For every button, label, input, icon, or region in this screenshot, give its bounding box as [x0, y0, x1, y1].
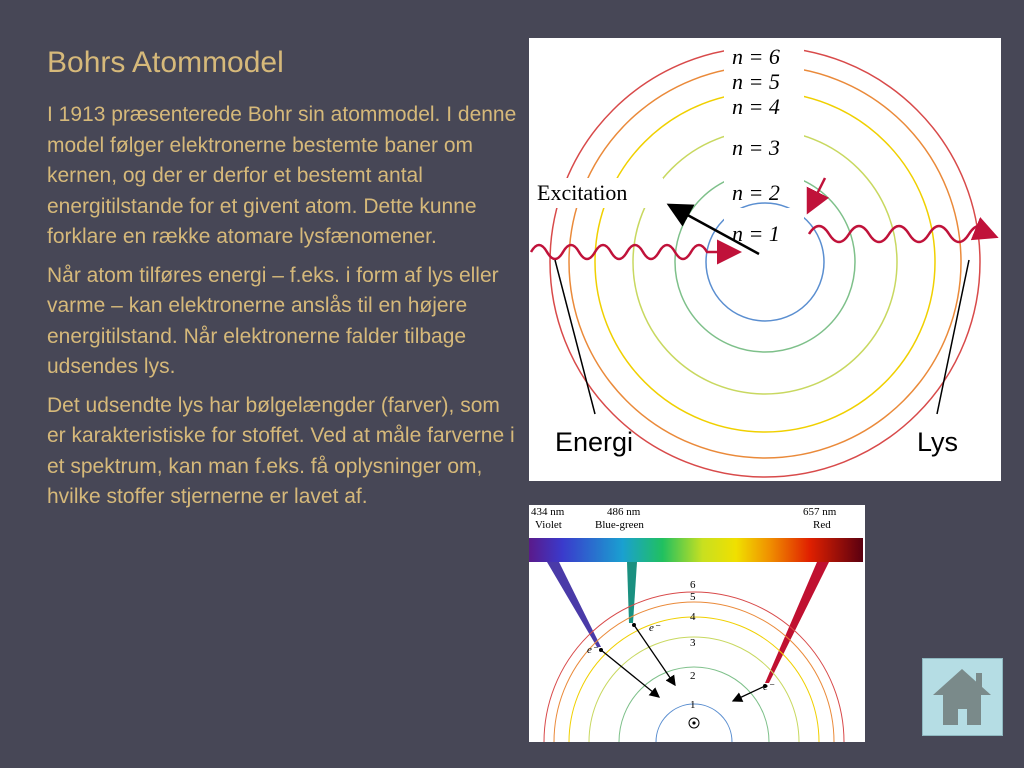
excitation-label: Excitation — [537, 180, 627, 205]
level-label-n5: n = 5 — [732, 69, 780, 94]
incoming-photon-wave — [529, 239, 742, 265]
outgoing-photon-wave — [807, 216, 999, 244]
level-label-n3: n = 3 — [732, 135, 780, 160]
level-label-n4: n = 4 — [732, 94, 780, 119]
level-3: 3 — [690, 637, 696, 649]
bohr-excitation-figure: n = 6 n = 5 n = 4 n = 3 n = 2 n = 1 Exci… — [529, 38, 1001, 481]
level-5: 5 — [690, 591, 696, 603]
bluegreen-beam — [627, 562, 637, 623]
body-text: I 1913 præsenterede Bohr sin atommodel. … — [47, 100, 517, 521]
line-bluegreen-name: Blue-green — [595, 519, 644, 531]
line-red-wavelength: 657 nm — [803, 506, 837, 518]
level-2: 2 — [690, 670, 696, 682]
spectrum-transitions-figure: 434 nm Violet 486 nm Blue-green 657 nm R… — [529, 505, 865, 743]
paragraph-1: I 1913 præsenterede Bohr sin atommodel. … — [47, 103, 517, 248]
level-label-n6: n = 6 — [732, 44, 780, 69]
home-button[interactable] — [922, 658, 1003, 736]
paragraph-3: Det udsendte lys har bølgelængder (farve… — [47, 393, 515, 509]
orbit-n1 — [705, 202, 825, 322]
light-label: Lys — [917, 427, 958, 457]
line-violet-name: Violet — [535, 519, 562, 531]
level-1: 1 — [690, 699, 696, 711]
red-beam — [765, 562, 829, 683]
emission-arrow — [806, 177, 830, 215]
level-label-n2: n = 2 — [732, 180, 780, 205]
level-4: 4 — [690, 611, 696, 623]
excitation-arrow — [666, 203, 760, 256]
slide-title: Bohrs Atommodel — [47, 46, 284, 79]
line-bluegreen-wavelength: 486 nm — [607, 506, 641, 518]
spectrum-bar — [529, 538, 863, 562]
level-6: 6 — [690, 579, 696, 591]
violet-beam — [547, 562, 601, 647]
electron-label-red: e⁻ — [763, 681, 775, 693]
line-red-name: Red — [813, 519, 831, 531]
electron-label-bluegreen: e⁻ — [649, 622, 661, 634]
home-icon — [933, 669, 991, 725]
line-violet-wavelength: 434 nm — [531, 506, 565, 518]
energy-label: Energi — [555, 427, 633, 457]
electron-label-violet: e⁻ — [587, 644, 599, 656]
paragraph-2: Når atom tilføres energi – f.eks. i form… — [47, 263, 499, 379]
